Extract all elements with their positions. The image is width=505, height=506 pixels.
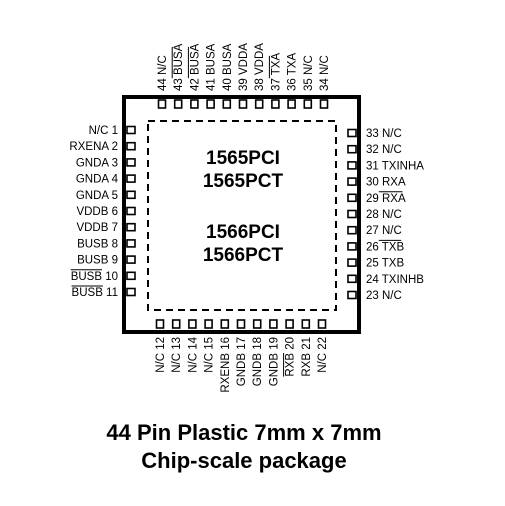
pin-label-12: N/C 12 — [155, 337, 167, 373]
pin-pad-33 — [347, 128, 357, 138]
pin-label-28: 28 N/C — [366, 209, 402, 221]
pin-pad-26 — [347, 242, 357, 251]
pin-pad-19 — [269, 319, 278, 329]
pin-label-29: 29 RXA — [366, 193, 406, 205]
pin-label-6: VDDB 6 — [76, 206, 118, 218]
pin-label-9: BUSB 9 — [77, 255, 118, 267]
pin-label-35: 35 N/C — [303, 55, 315, 91]
pin-pad-3 — [126, 158, 136, 167]
pin-label-5: GNDA 5 — [76, 190, 118, 202]
pin-pad-36 — [287, 99, 296, 109]
part-number-4: 1566PCT — [203, 245, 284, 266]
pin-pad-17 — [236, 319, 246, 329]
pin-pad-25 — [347, 258, 357, 267]
part-number-2: 1565PCT — [203, 171, 284, 192]
caption-line-2: Chip-scale package — [141, 448, 346, 473]
pin-label-40: 40 BUSA — [222, 43, 234, 91]
pin-label-38: 38 VDDA — [254, 43, 266, 91]
pin-pad-27 — [347, 225, 357, 235]
pin-label-18: GNDB 18 — [252, 337, 264, 386]
pin-pad-11 — [126, 287, 136, 297]
pin-label-26: 26 TXB — [366, 241, 404, 253]
pin-label-1: N/C 1 — [89, 125, 118, 137]
part-number-1: 1565PCI — [206, 148, 280, 169]
pin-pad-5 — [126, 190, 136, 200]
pin-pad-4 — [126, 174, 136, 183]
pin-label-44: 44 N/C — [157, 55, 169, 91]
pin-label-32: 32 N/C — [366, 144, 402, 156]
pin-pad-23 — [347, 290, 357, 300]
pin-pad-30 — [347, 177, 357, 186]
pin-label-30: 30 RXA — [366, 177, 406, 189]
pin-label-8: BUSB 8 — [77, 238, 118, 250]
pin-pad-42 — [190, 99, 199, 109]
pin-label-15: N/C 15 — [204, 337, 216, 373]
pin-label-4: GNDA 4 — [76, 174, 119, 186]
pin-pad-21 — [301, 319, 311, 329]
pin-pad-29 — [347, 193, 357, 203]
pin-pad-24 — [347, 274, 357, 284]
pin-label-34: 34 N/C — [319, 55, 331, 91]
pin-pad-41 — [206, 99, 215, 109]
pin-label-43: 43 BUSA — [173, 43, 185, 91]
pin-label-2: RXENA 2 — [69, 141, 118, 153]
pin-pad-38 — [254, 99, 264, 109]
pin-label-20: RXB 20 — [285, 337, 297, 377]
pin-label-19: GNDB 19 — [268, 337, 280, 386]
pin-pad-37 — [271, 99, 280, 109]
pin-label-3: GNDA 3 — [76, 157, 118, 169]
pin-label-37: 37 TXA — [270, 53, 282, 91]
pin-label-7: VDDB 7 — [76, 222, 118, 234]
pin-label-16: RXENB 16 — [220, 337, 232, 393]
pin-labels: N/C 1 RXENA 2 GNDA 3 GNDA 4 GNDA 5 VDDB 6 VDDB… — [69, 43, 424, 393]
pin-pad-9 — [126, 255, 136, 264]
pin-label-42: 42 BUSA — [189, 43, 201, 91]
pin-pad-6 — [126, 206, 136, 216]
package-body — [122, 95, 361, 334]
pin-pad-31 — [347, 161, 357, 170]
pin-label-10: BUSB 10 — [71, 271, 118, 283]
pin-pads — [126, 99, 357, 329]
exposed-pad-outline — [147, 120, 337, 311]
pin-label-22: N/C 22 — [317, 337, 329, 373]
pin-label-25: 25 TXB — [366, 258, 404, 270]
pin-pad-28 — [347, 209, 357, 219]
pin-pad-20 — [285, 319, 294, 329]
pin-label-39: 39 VDDA — [238, 43, 250, 91]
pin-label-27: 27 N/C — [366, 225, 402, 237]
pin-pad-2 — [126, 141, 136, 151]
pin-pad-18 — [252, 319, 262, 329]
pin-label-33: 33 N/C — [366, 128, 402, 140]
pin-pad-10 — [126, 271, 136, 281]
pin-label-11: BUSB 11 — [72, 287, 118, 299]
pin-pad-8 — [126, 239, 136, 248]
pin-pad-35 — [303, 99, 313, 109]
pin-pad-39 — [238, 99, 248, 109]
pin-label-31: 31 TXINHA — [366, 160, 424, 172]
pin-pad-34 — [319, 99, 329, 109]
caption-line-1: 44 Pin Plastic 7mm x 7mm — [106, 420, 381, 445]
pin-label-24: 24 TXINHB — [366, 274, 424, 286]
pin-pad-15 — [204, 319, 213, 329]
pin-label-17: GNDB 17 — [236, 337, 248, 386]
pin-pad-43 — [173, 99, 183, 109]
pin-pad-14 — [188, 319, 197, 329]
pin-label-13: N/C 13 — [171, 337, 183, 373]
pin-pad-7 — [126, 222, 136, 232]
pin-pad-12 — [155, 319, 165, 329]
pin-pad-44 — [157, 99, 167, 109]
pin-label-23: 23 N/C — [366, 290, 402, 302]
part-number-3: 1566PCI — [206, 222, 280, 243]
pin-pad-32 — [347, 144, 357, 154]
pin-pad-16 — [220, 319, 230, 329]
pin-label-14: N/C 14 — [187, 336, 199, 372]
pin-pad-22 — [317, 319, 327, 329]
pin-label-41: 41 BUSA — [206, 43, 218, 91]
pin-pad-13 — [171, 319, 181, 329]
pin-label-36: 36 TXA — [287, 53, 299, 91]
pin-pad-40 — [222, 99, 232, 109]
pin-label-21: RXB 21 — [301, 337, 313, 377]
pin-pad-1 — [126, 125, 136, 135]
